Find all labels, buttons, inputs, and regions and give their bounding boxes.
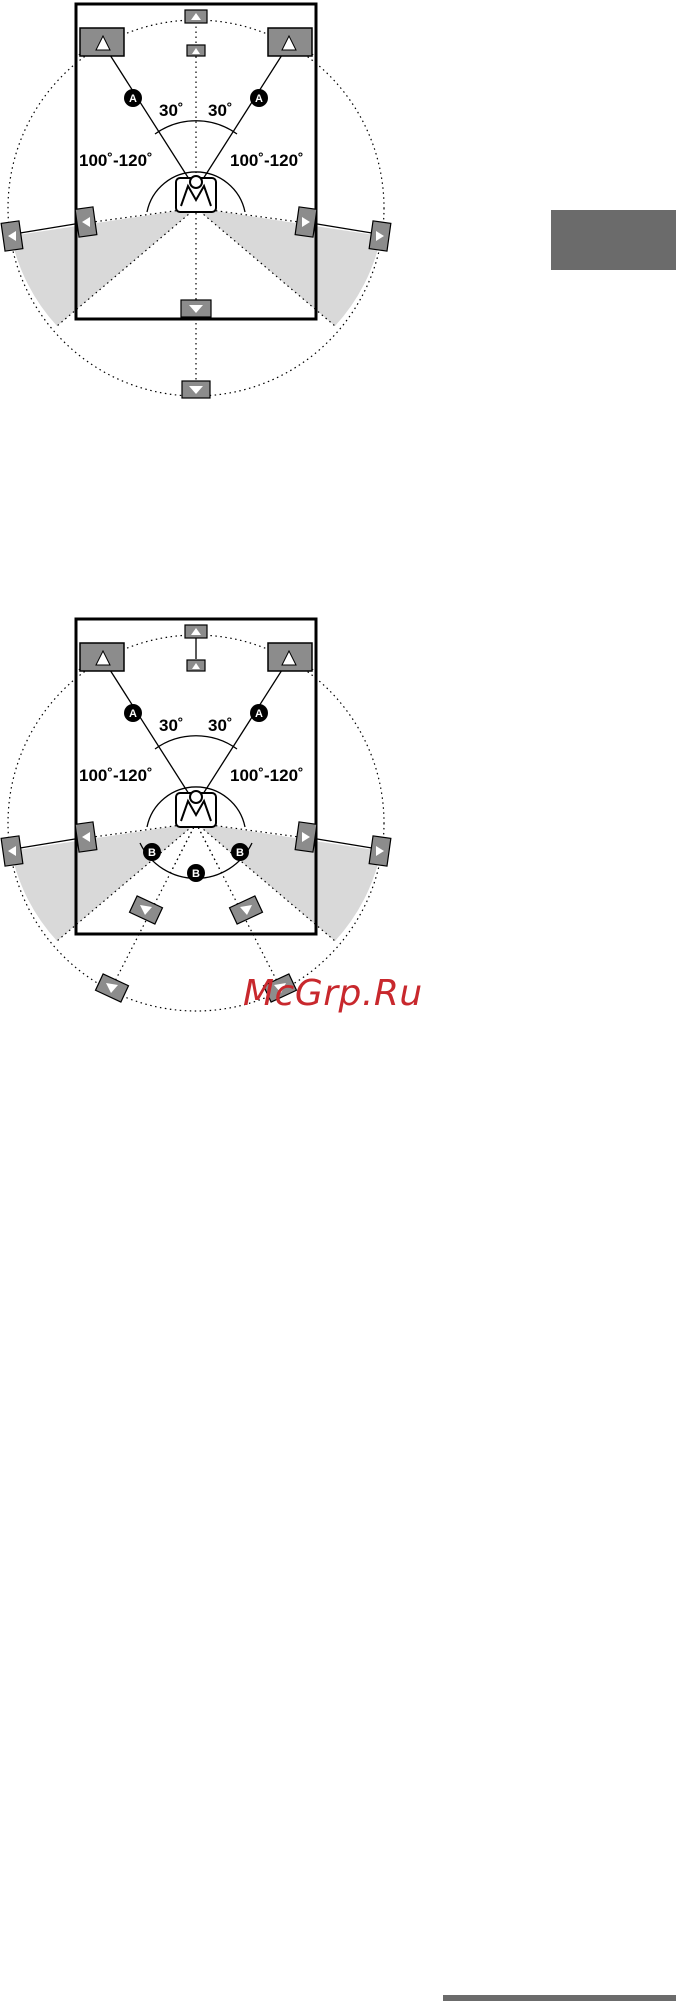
marker-a-left: A: [124, 89, 142, 107]
surround-right-outer-speaker: [369, 221, 391, 251]
listener-icon: [176, 176, 216, 212]
svg-text:B: B: [236, 847, 244, 859]
shaded-zone-right: [196, 823, 381, 941]
angle-label-surround-right: 100˚-120˚: [230, 766, 304, 785]
surround-left-outer-speaker: [1, 836, 23, 866]
marker-a-left: A: [124, 704, 142, 722]
section-tab: [551, 210, 676, 270]
svg-text:A: A: [129, 93, 137, 105]
angle-label-front-right: 30˚: [208, 716, 233, 735]
angle-label-surround-right: 100˚-120˚: [230, 151, 304, 170]
angle-label-front-right: 30˚: [208, 101, 233, 120]
back-left-inner-speaker: [130, 896, 163, 924]
back-left-outer-speaker: [96, 974, 129, 1002]
angle-label-surround-left: 100˚-120˚: [79, 151, 153, 170]
front-right-speaker: [268, 643, 312, 671]
angle-arc-30: [155, 736, 237, 749]
front-left-speaker: [80, 28, 124, 56]
svg-text:B: B: [192, 868, 200, 880]
footer-bar: [443, 1995, 676, 2001]
svg-text:B: B: [148, 847, 156, 859]
shaded-zone-right: [196, 208, 381, 326]
angle-label-surround-left: 100˚-120˚: [79, 766, 153, 785]
surround-right-outer-speaker: [369, 836, 391, 866]
front-right-speaker: [268, 28, 312, 56]
marker-b-right: B: [231, 843, 249, 861]
rear-inner-speaker: [181, 300, 211, 317]
marker-b-left: B: [143, 843, 161, 861]
front-left-speaker: [80, 643, 124, 671]
surround-left-outer-speaker: [1, 221, 23, 251]
marker-b-center: B: [187, 864, 205, 882]
angle-label-front-left: 30˚: [159, 101, 184, 120]
svg-text:A: A: [129, 708, 137, 720]
svg-text:A: A: [255, 93, 263, 105]
angle-label-front-left: 30˚: [159, 716, 184, 735]
surround-left-inner-speaker: [75, 822, 97, 852]
surround-left-inner-speaker: [75, 207, 97, 237]
back-right-inner-speaker: [230, 896, 263, 924]
svg-text:A: A: [255, 708, 263, 720]
listener-icon: [176, 791, 216, 827]
marker-a-right: A: [250, 89, 268, 107]
marker-a-right: A: [250, 704, 268, 722]
speaker-placement-diagram-5ch: 30˚ 30˚ 100˚-120˚ 100˚-120˚ A A: [0, 0, 400, 420]
watermark: McGrp.Ru: [243, 973, 423, 1014]
speaker-placement-diagram-7ch: 30˚ 30˚ 100˚-120˚ 100˚-120˚ A A B B: [0, 615, 400, 1035]
surround-right-inner-speaker: [295, 822, 317, 852]
rear-outer-speaker: [182, 381, 210, 398]
shaded-zone-left: [11, 208, 196, 326]
surround-right-inner-speaker: [295, 207, 317, 237]
shaded-zone-left: [11, 823, 196, 941]
